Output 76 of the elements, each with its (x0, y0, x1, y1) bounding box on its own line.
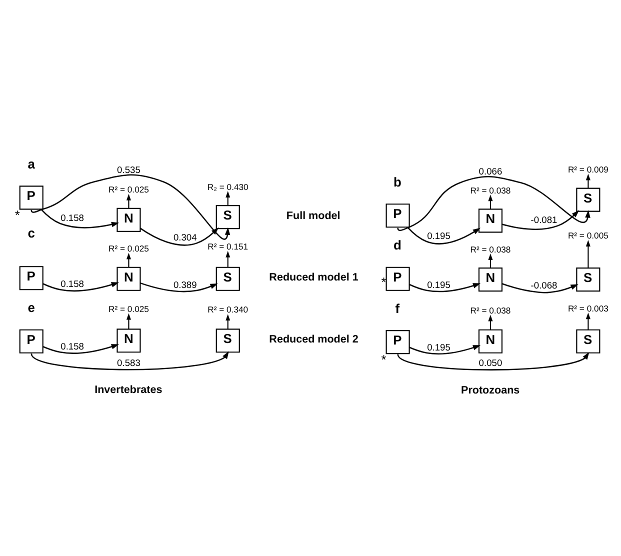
arrow (30, 350, 229, 370)
node-text: R² = 0.151 (208, 240, 248, 251)
node-box: N (478, 208, 503, 232)
arrow (586, 239, 590, 268)
node-text: R² = 0.003 (568, 302, 608, 313)
node-box: P (386, 266, 410, 290)
node-box: P (386, 330, 410, 354)
node-box: P (19, 328, 44, 353)
label: b (393, 174, 402, 189)
label: Full model (286, 209, 340, 222)
arrow (586, 312, 590, 330)
node-text: R² = 0.340 (208, 304, 248, 314)
arrow (126, 252, 131, 267)
node-box: S (216, 266, 240, 290)
arrow (42, 282, 120, 292)
label: f (395, 300, 400, 316)
arrow (140, 226, 219, 246)
node-label: * (14, 207, 20, 222)
node-box: N (478, 267, 503, 292)
edge-label: 0.158 (60, 278, 84, 289)
node-box: S (216, 204, 240, 229)
edge-label: 0.158 (60, 341, 84, 352)
node-box: N (478, 328, 503, 353)
node-box: P (19, 266, 44, 290)
edge-label: 0.304 (173, 232, 197, 242)
edge-label: 0.195 (427, 342, 450, 352)
node-box: N (116, 328, 141, 352)
label: e (28, 300, 35, 315)
label: a (28, 156, 35, 171)
label: Protozoans (461, 384, 520, 396)
arrow (502, 210, 580, 230)
arrow (409, 344, 481, 354)
node-box: S (216, 328, 240, 352)
edge-label: -0.081 (530, 214, 558, 225)
arrow (126, 312, 131, 329)
arrow (140, 282, 218, 292)
node-text: R² = 0.025 (108, 184, 149, 194)
node-text: R² = 0.005 (568, 230, 608, 240)
edge-label: 0.158 (60, 212, 84, 222)
arrow (397, 351, 590, 370)
arrow (40, 208, 120, 228)
edge-label: 0.195 (427, 230, 450, 240)
node-label: * (381, 274, 386, 289)
node-box: N (116, 266, 141, 290)
label: Reduced model 2 (269, 332, 358, 345)
node-text: R² = 0.025 (108, 303, 149, 314)
arrow (42, 344, 120, 354)
node-box: S (576, 267, 600, 292)
node-text: R² = 0.038 (470, 184, 511, 195)
arrow (226, 250, 230, 267)
node-box: S (576, 328, 600, 353)
node-label: * (381, 351, 386, 366)
edge-label: 0.195 (427, 279, 450, 290)
label: d (393, 237, 402, 252)
edge-label: 0.050 (478, 358, 502, 368)
node-text: R² = 0.025 (108, 243, 149, 254)
node-box: P (19, 185, 44, 210)
node-box: N (116, 207, 141, 232)
arrow (126, 193, 131, 208)
node-text: R₂ = 0.430 (207, 181, 248, 192)
node-text: R² = 0.009 (568, 164, 608, 174)
edge-label: -0.068 (530, 280, 558, 290)
arrow (409, 282, 481, 292)
label: Reduced model 1 (269, 271, 358, 284)
edge-label: 0.583 (117, 358, 140, 368)
node-text: R² = 0.038 (470, 244, 511, 254)
label: c (28, 224, 35, 240)
arrow (502, 282, 578, 293)
edge-label: 0.535 (117, 164, 140, 174)
edge-label: 0.389 (173, 279, 197, 290)
node-box: S (576, 187, 600, 212)
label: Invertebrates (94, 383, 162, 396)
edge-label: 0.066 (478, 166, 502, 176)
node-text: R² = 0.038 (470, 304, 511, 315)
node-box: P (386, 203, 410, 228)
arrow (407, 226, 481, 244)
